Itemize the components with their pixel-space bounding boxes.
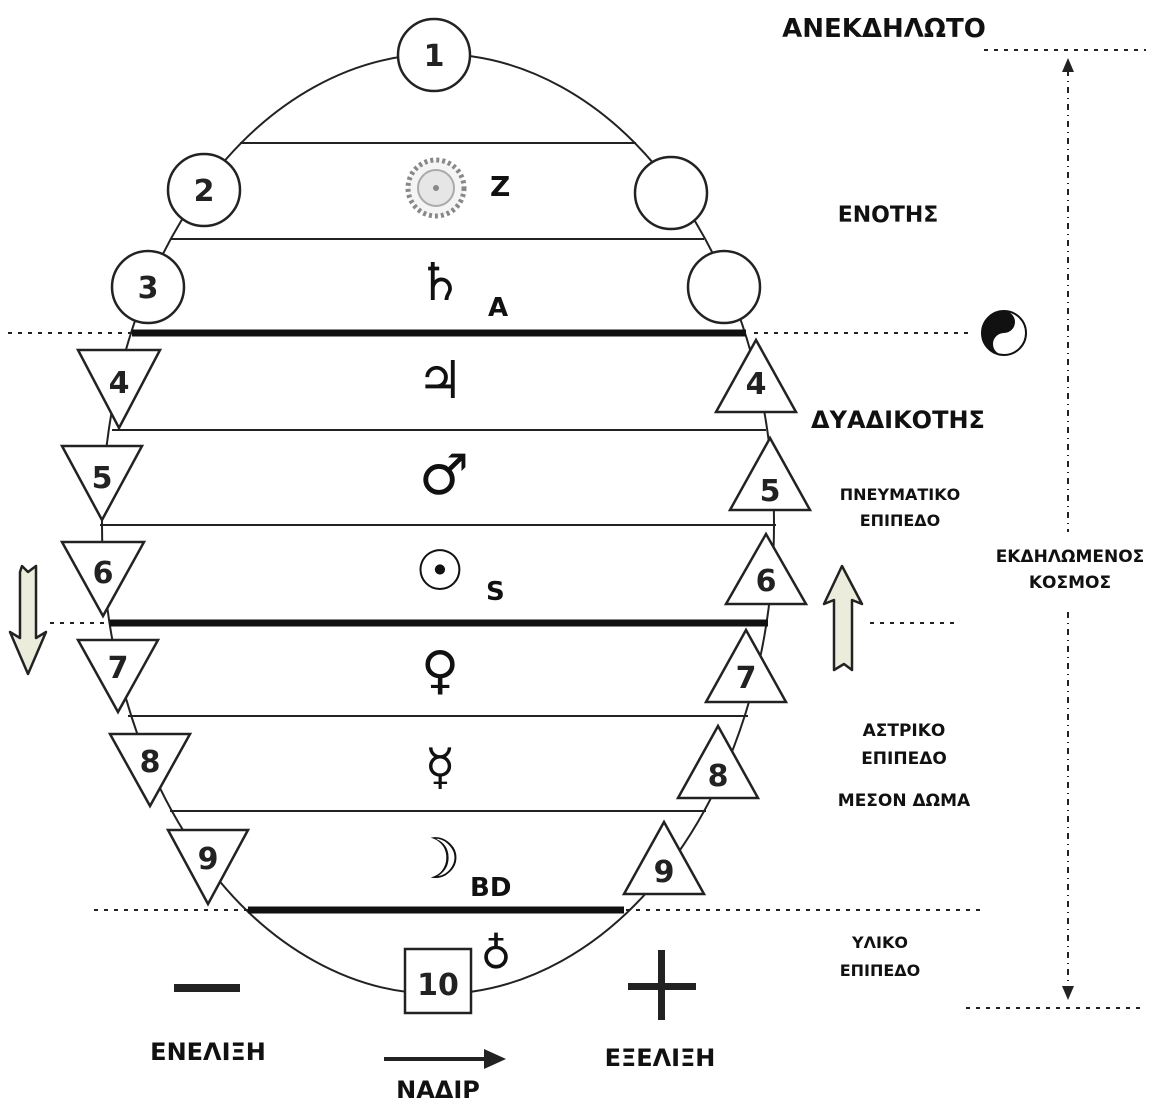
bottom-labels: ΕΝΕΛΙΞΗ ΕΞΕΛΙΞΗ ΝΑΔΙΡ: [150, 1038, 715, 1104]
triangle-right-6: 6: [726, 534, 806, 604]
label-middle-body: ΜΕΣΟΝ ΔΩΜΑ: [838, 791, 971, 811]
label-spiritual-plane-line1: ΠΝΕΥΜΑΤΙΚΟ: [840, 485, 960, 504]
svg-text:9: 9: [654, 855, 675, 890]
band-letter-z: Z: [490, 170, 510, 203]
svg-text:7: 7: [108, 651, 129, 686]
svg-text:4: 4: [109, 366, 130, 401]
involution-arrow-icon: [10, 566, 46, 674]
triangle-left-6: 6: [62, 542, 144, 616]
circle-marker-right-upper: [635, 157, 707, 229]
nadir-arrow-icon: [384, 1049, 506, 1069]
label-duality: ΔΥΑΔΙΚΟΤΗΣ: [811, 406, 985, 434]
svg-text:5: 5: [760, 474, 781, 509]
plane-labels: ΑΝΕΚΔΗΛΩΤΟ ΕΝΟΤΗΣ ΔΥΑΔΙΚΟΤΗΣ ΠΝΕΥΜΑΤΙΚΟ …: [782, 14, 1144, 980]
svg-text:2: 2: [194, 174, 215, 209]
svg-text:1: 1: [424, 39, 445, 74]
minus-sign-icon: [174, 984, 240, 992]
band-letter-a: A: [488, 293, 508, 323]
band-letter-bd: BD: [470, 873, 511, 903]
svg-text:6: 6: [93, 556, 114, 591]
svg-text:10: 10: [417, 968, 459, 1003]
svg-text:8: 8: [708, 759, 729, 794]
mercury-icon: ☿: [425, 738, 456, 796]
svg-text:7: 7: [736, 661, 757, 696]
label-unity: ΕΝΟΤΗΣ: [838, 203, 939, 228]
square-marker-10: 10: [405, 949, 471, 1013]
involution-triangles: 4 5 6 7 8 9: [62, 350, 248, 904]
svg-text:8: 8: [140, 745, 161, 780]
triangle-right-5: 5: [730, 438, 810, 510]
svg-text:5: 5: [92, 461, 113, 496]
moon-icon: ☽: [411, 827, 461, 892]
triangle-right-7: 7: [706, 630, 786, 702]
label-material-plane-line2: ΕΠΙΠΕΔΟ: [840, 961, 921, 980]
planet-symbols: ♄ A ♃ ♂ ☉ S ♀ ☿ ☽ BD ♁: [411, 253, 512, 978]
label-involution: ΕΝΕΛΙΞΗ: [150, 1038, 266, 1066]
triangle-left-9: 9: [168, 830, 248, 904]
band-letter-s: S: [486, 577, 505, 607]
label-manifest-world-line2: ΚΟΣΜΟΣ: [1029, 573, 1111, 593]
label-nadir: ΝΑΔΙΡ: [396, 1076, 480, 1104]
manifest-world-range-arrow: [1062, 58, 1074, 1000]
label-material-plane-line1: ΥΛΙΚΟ: [851, 933, 908, 952]
triangle-left-5: 5: [62, 446, 142, 520]
yin-yang-icon: [982, 311, 1026, 355]
triangle-right-8: 8: [678, 726, 758, 798]
zodiac-wheel-icon: [408, 160, 464, 216]
svg-text:6: 6: [756, 564, 777, 599]
triangle-left-4: 4: [78, 350, 160, 428]
circle-marker-1: 1: [398, 19, 470, 91]
circle-marker-right-lower: [688, 251, 760, 323]
label-astral-plane-line1: ΑΣΤΡΙΚΟ: [863, 721, 946, 741]
earth-icon: ♁: [481, 929, 512, 978]
mars-icon: ♂: [419, 443, 469, 508]
circle-marker-3: 3: [112, 251, 184, 323]
venus-icon: ♀: [421, 641, 459, 701]
triangle-left-7: 7: [78, 640, 158, 712]
label-spiritual-plane-line2: ΕΠΙΠΕΔΟ: [860, 511, 941, 530]
triangle-left-8: 8: [110, 734, 190, 806]
svg-text:4: 4: [746, 367, 767, 402]
label-astral-plane-line2: ΕΠΙΠΕΔΟ: [861, 749, 947, 769]
jupiter-icon: ♃: [417, 351, 464, 411]
label-unmanifest: ΑΝΕΚΔΗΛΩΤΟ: [782, 14, 986, 44]
svg-text:3: 3: [138, 271, 159, 306]
plane-boundaries: [110, 333, 768, 910]
triangle-right-4: 4: [716, 340, 796, 412]
sun-icon: ☉: [415, 539, 465, 604]
circle-marker-2: 2: [168, 154, 240, 226]
saturn-icon: ♄: [417, 253, 464, 313]
evolution-arrow-icon: [824, 566, 862, 670]
svg-text:9: 9: [198, 842, 219, 877]
label-evolution: ΕΞΕΛΙΞΗ: [605, 1044, 716, 1072]
plus-sign-icon: [628, 950, 696, 1020]
label-manifest-world-line1: ΕΚΔΗΛΩΜΕΝΟΣ: [996, 547, 1145, 567]
